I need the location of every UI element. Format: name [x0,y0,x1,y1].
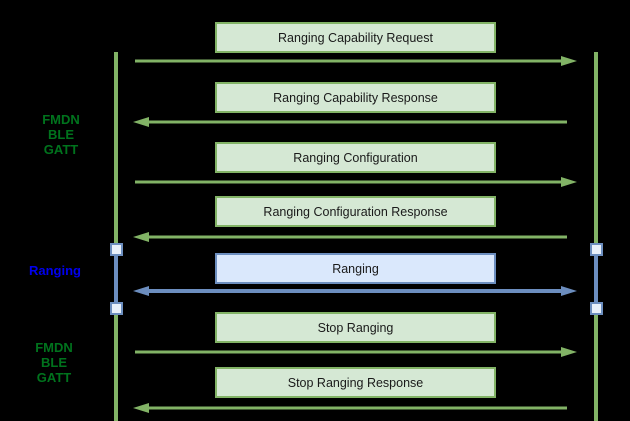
arrow-left-stop-ranging-response [131,400,579,416]
initiator-ranging-segment [114,248,118,308]
ranging-start-node-left [110,243,123,256]
phase-line: BLE [48,127,74,142]
phase-label-fmdn-ble-gatt-top: FMDN BLE GATT [21,112,101,157]
arrow-right-ranging-capability-request [131,53,579,69]
arrow-left-ranging-configuration-response [131,229,579,245]
message-label: Stop Ranging [317,320,394,335]
arrow-right-ranging-configuration [131,174,579,190]
phase-line: BLE [41,355,67,370]
message-label: Stop Ranging Response [287,375,424,390]
arrow-right-stop-ranging [131,344,579,360]
phase-line: FMDN [35,340,73,355]
responder-lifeline [594,52,598,421]
phase-label-fmdn-ble-gatt-bottom: FMDN BLE GATT [14,340,94,385]
message-box-ranging-capability-request: Ranging Capability Request [215,22,496,53]
phase-label-ranging: Ranging [15,263,95,278]
ranging-end-node-right [590,302,603,315]
message-label: Ranging [332,261,379,276]
ranging-start-node-right [590,243,603,256]
arrow-left-ranging-capability-response [131,114,579,130]
arrow-bidirectional-ranging [131,283,579,299]
message-box-ranging: Ranging [215,253,496,284]
phase-line: GATT [36,370,72,385]
message-box-stop-ranging: Stop Ranging [215,312,496,343]
responder-ranging-segment [594,248,598,308]
message-box-ranging-configuration: Ranging Configuration [215,142,496,173]
message-label: Ranging Configuration Response [263,204,448,219]
phase-line: GATT [43,142,79,157]
message-box-stop-ranging-response: Stop Ranging Response [215,367,496,398]
message-box-ranging-configuration-response: Ranging Configuration Response [215,196,496,227]
ranging-end-node-left [110,302,123,315]
phase-line: Ranging [29,263,81,278]
initiator-lifeline [114,52,118,421]
message-label: Ranging Configuration [293,150,418,165]
phase-line: FMDN [42,112,80,127]
message-label: Ranging Capability Response [273,90,438,105]
message-label: Ranging Capability Request [278,30,433,45]
message-box-ranging-capability-response: Ranging Capability Response [215,82,496,113]
